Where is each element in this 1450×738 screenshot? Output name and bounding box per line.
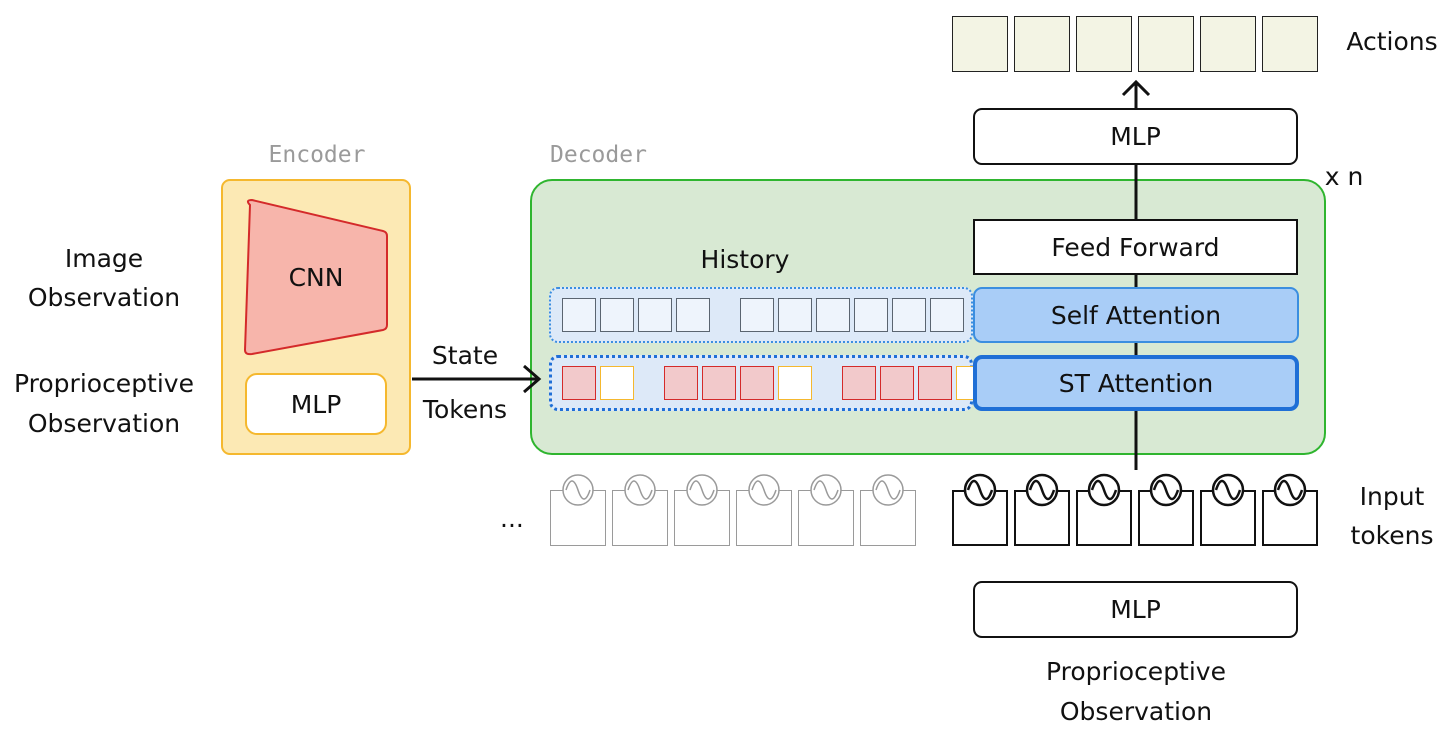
image-observation-line1: Image	[64, 244, 144, 273]
history-token	[816, 298, 850, 332]
history-token	[842, 366, 876, 400]
bottom-observation-line1: Proprioceptive	[1046, 657, 1226, 686]
arrow-up-icon	[1121, 79, 1151, 97]
history-token	[664, 366, 698, 400]
input-tokens-line2: tokens	[1350, 521, 1434, 550]
sine-wave-circle-icon	[1273, 473, 1307, 507]
action-token	[1076, 16, 1132, 72]
history-token	[600, 298, 634, 332]
ellipsis: ...	[500, 504, 524, 533]
sine-wave-circle-icon	[686, 474, 718, 506]
sine-wave-circle-icon	[1149, 473, 1183, 507]
top-mlp-block: MLP	[973, 108, 1298, 165]
history-token	[638, 298, 672, 332]
sine-wave-circle-icon	[810, 474, 842, 506]
sine-wave-circle-icon	[963, 473, 997, 507]
state-tokens-line1: State	[431, 341, 499, 370]
history-token	[740, 366, 774, 400]
history-label: History	[700, 245, 790, 274]
history-token	[562, 366, 596, 400]
history-token	[880, 366, 914, 400]
history-token	[778, 366, 812, 400]
self-attention-block: Self Attention	[973, 287, 1299, 343]
history-token	[702, 366, 736, 400]
history-token	[918, 366, 952, 400]
actions-label: Actions	[1346, 27, 1438, 56]
sine-wave-circle-icon	[624, 474, 656, 506]
history-token	[562, 298, 596, 332]
sine-wave-circle-icon	[562, 474, 594, 506]
repeat-label: x n	[1324, 162, 1364, 191]
sine-wave-circle-icon	[748, 474, 780, 506]
sine-wave-circle-icon	[1211, 473, 1245, 507]
proprio-observation-line1: Proprioceptive	[14, 369, 194, 398]
st-attention-block: ST Attention	[973, 355, 1299, 411]
action-token	[1262, 16, 1318, 72]
history-token	[740, 298, 774, 332]
history-token	[600, 366, 634, 400]
history-token	[892, 298, 926, 332]
sine-wave-circle-icon	[1087, 473, 1121, 507]
bottom-mlp-block: MLP	[973, 581, 1298, 638]
action-token	[1014, 16, 1070, 72]
sine-wave-circle-icon	[1025, 473, 1059, 507]
history-token	[930, 298, 964, 332]
history-token	[778, 298, 812, 332]
history-token	[854, 298, 888, 332]
proprio-observation-line2: Observation	[27, 409, 181, 438]
cnn-label: CNN	[288, 263, 344, 292]
state-tokens-line2: Tokens	[422, 395, 508, 424]
image-observation-line2: Observation	[27, 283, 181, 312]
action-token	[1138, 16, 1194, 72]
encoder-title: Encoder	[268, 142, 366, 168]
input-tokens-line1: Input	[1359, 482, 1425, 511]
bottom-observation-line2: Observation	[1059, 697, 1213, 726]
action-token	[952, 16, 1008, 72]
decoder-title: Decoder	[550, 142, 647, 168]
action-token	[1200, 16, 1256, 72]
encoder-mlp: MLP	[245, 373, 387, 435]
feed-forward-block: Feed Forward	[973, 219, 1298, 275]
sine-wave-circle-icon	[872, 474, 904, 506]
history-token	[676, 298, 710, 332]
